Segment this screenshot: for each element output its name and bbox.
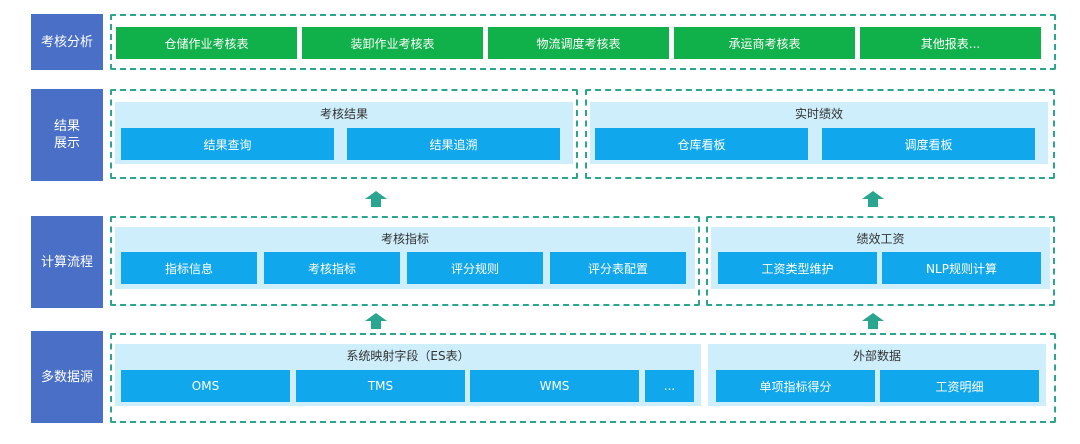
result-trace-button[interactable]: 结果追溯 — [347, 128, 560, 160]
row-label-sources: 多数据源 — [31, 331, 103, 423]
indicator-group-title: 考核指标 — [380, 231, 429, 246]
calc-right-container — [706, 216, 1055, 306]
warehouse-board-button[interactable]: 仓库看板 — [595, 128, 808, 160]
sources-container — [110, 333, 1056, 423]
up-arrow-icon — [862, 313, 884, 329]
report-button-dispatch[interactable]: 物流调度考核表 — [488, 27, 669, 59]
salary-detail-button[interactable]: 工资明细 — [880, 370, 1039, 402]
external-data-group-title: 外部数据 — [852, 348, 901, 363]
wms-button[interactable]: WMS — [470, 370, 639, 402]
up-arrow-icon — [365, 313, 387, 329]
report-button-warehouse[interactable]: 仓储作业考核表 — [116, 27, 297, 59]
report-button-loading[interactable]: 装卸作业考核表 — [302, 27, 483, 59]
indicator-info-button[interactable]: 指标信息 — [121, 252, 257, 284]
display-right-container — [585, 89, 1055, 179]
dispatch-board-button[interactable]: 调度看板 — [822, 128, 1035, 160]
up-arrow-icon — [862, 191, 884, 207]
result-group-title: 考核结果 — [319, 106, 368, 121]
single-indicator-score-button[interactable]: 单项指标得分 — [716, 370, 875, 402]
salary-type-button[interactable]: 工资类型维护 — [718, 252, 877, 284]
report-button-carrier[interactable]: 承运商考核表 — [674, 27, 855, 59]
scoring-rules-button[interactable]: 评分规则 — [407, 252, 543, 284]
realtime-group-title: 实时绩效 — [794, 106, 843, 121]
es-mapping-group-title: 系统映射字段（ES表） — [346, 348, 470, 363]
salary-group-title: 绩效工资 — [856, 231, 905, 246]
row-label-display: 结果 展示 — [31, 89, 103, 181]
tms-button[interactable]: TMS — [296, 370, 465, 402]
nlp-rule-button[interactable]: NLP规则计算 — [882, 252, 1041, 284]
report-button-other[interactable]: 其他报表... — [860, 27, 1041, 59]
more-sources-button[interactable]: ... — [645, 370, 694, 402]
display-left-container — [110, 89, 578, 179]
result-query-button[interactable]: 结果查询 — [121, 128, 334, 160]
assessment-indicator-button[interactable]: 考核指标 — [264, 252, 400, 284]
row-label-calc: 计算流程 — [31, 216, 103, 308]
oms-button[interactable]: OMS — [121, 370, 290, 402]
calc-left-container — [110, 216, 700, 306]
up-arrow-icon — [365, 191, 387, 207]
scoresheet-config-button[interactable]: 评分表配置 — [550, 252, 686, 284]
analysis-container — [110, 14, 1056, 70]
row-label-analysis: 考核分析 — [31, 14, 103, 70]
